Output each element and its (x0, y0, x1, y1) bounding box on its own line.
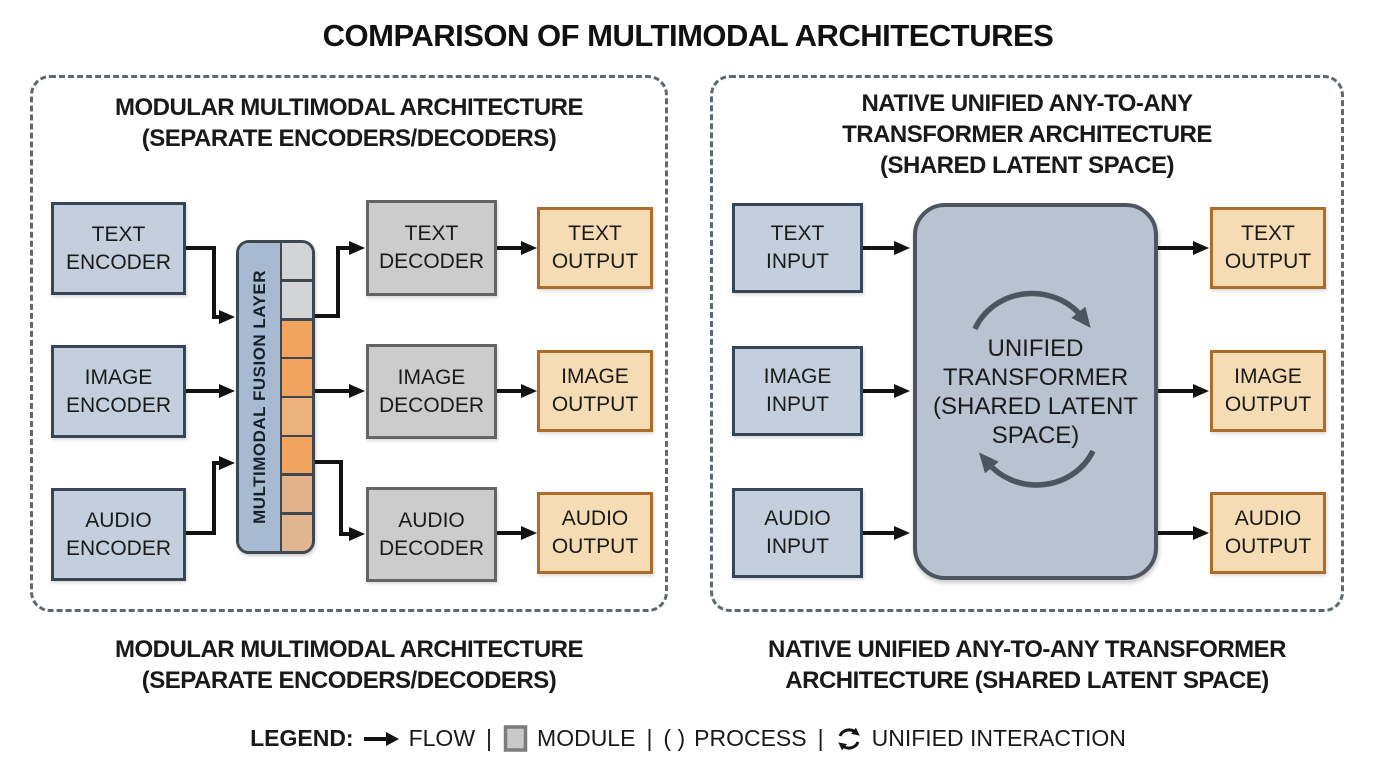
audio-input-label: AUDIO INPUT (764, 507, 831, 558)
panel-modular-header-line2: (SEPARATE ENCODERS/DECODERS) (141, 125, 557, 152)
panel-modular-header-line1: MODULAR MULTIMODAL ARCHITECTURE (114, 94, 584, 121)
audio-encoder-box: AUDIO ENCODER (51, 488, 186, 581)
panel-unified-header-line2: TRANSFORMER ARCHITECTURE (842, 121, 1212, 148)
fusion-segment (282, 320, 312, 357)
text-input-label: TEXT INPUT (766, 222, 829, 273)
legend-separator: | (486, 725, 493, 751)
fusion-segment (282, 281, 312, 319)
image-output-right-label: IMAGE OUTPUT (1224, 365, 1312, 416)
panel-modular-header: MODULAR MULTIMODAL ARCHITECTURE (SEPARAT… (33, 92, 665, 154)
image-input-box: IMAGE INPUT (732, 346, 863, 436)
panel-unified-header: NATIVE UNIFIED ANY-TO-ANY TRANSFORMER AR… (713, 88, 1341, 181)
image-encoder-box: IMAGE ENCODER (51, 345, 186, 438)
audio-output-left-box: AUDIO OUTPUT (537, 492, 653, 574)
fusion-segment (282, 359, 312, 396)
caption-modular: MODULAR MULTIMODAL ARCHITECTURE (SEPARAT… (30, 634, 668, 696)
image-output-right-box: IMAGE OUTPUT (1210, 350, 1326, 432)
legend-flow-label: FLOW (408, 725, 476, 751)
image-input-label: IMAGE INPUT (763, 365, 832, 416)
legend-process-label: PROCESS (694, 725, 807, 751)
panel-modular-architecture: MODULAR MULTIMODAL ARCHITECTURE (SEPARAT… (30, 75, 668, 612)
fusion-segment-column (282, 243, 312, 551)
image-decoder-label: IMAGE DECODER (378, 365, 484, 417)
caption-modular-line1: MODULAR MULTIMODAL ARCHITECTURE (114, 636, 584, 663)
fusion-segment (282, 514, 312, 551)
unified-transformer-box: UNIFIED TRANSFORMER (SHARED LATENT SPACE… (913, 203, 1158, 580)
legend-unified-label: UNIFIED INTERACTION (871, 725, 1126, 751)
audio-input-box: AUDIO INPUT (732, 488, 863, 578)
multimodal-fusion-layer-box: MULTIMODAL FUSION LAYER (236, 240, 315, 554)
text-output-left-label: TEXT OUTPUT (551, 222, 639, 273)
text-output-right-label: TEXT OUTPUT (1224, 222, 1312, 273)
audio-output-right-box: AUDIO OUTPUT (1210, 492, 1326, 574)
image-encoder-label: IMAGE ENCODER (65, 365, 171, 417)
text-output-right-box: TEXT OUTPUT (1210, 207, 1326, 289)
unified-interaction-cycle-icon (837, 727, 860, 750)
flow-arrow-icon (363, 731, 399, 746)
caption-modular-line2: (SEPARATE ENCODERS/DECODERS) (141, 667, 557, 694)
caption-unified: NATIVE UNIFIED ANY-TO-ANY TRANSFORMER AR… (710, 634, 1344, 696)
text-output-left-box: TEXT OUTPUT (537, 207, 653, 289)
fusion-segment (282, 475, 312, 513)
unified-transformer-label: UNIFIED TRANSFORMER (SHARED LATENT SPACE… (933, 334, 1138, 449)
legend-separator: | (817, 725, 824, 751)
text-input-box: TEXT INPUT (732, 203, 863, 293)
caption-unified-line1: NATIVE UNIFIED ANY-TO-ANY TRANSFORMER (768, 636, 1286, 663)
legend-separator: | (646, 725, 653, 751)
legend-title: LEGEND: (250, 725, 354, 751)
image-output-left-box: IMAGE OUTPUT (537, 350, 653, 432)
text-encoder-box: TEXT ENCODER (51, 202, 186, 295)
fusion-layer-label: MULTIMODAL FUSION LAYER (249, 270, 269, 524)
legend-module-label: MODULE (537, 725, 636, 751)
text-decoder-box: TEXT DECODER (366, 200, 497, 296)
fusion-segment (282, 243, 312, 280)
audio-decoder-label: AUDIO DECODER (378, 508, 484, 560)
panel-unified-header-line3: (SHARED LATENT SPACE) (880, 152, 1174, 179)
audio-encoder-label: AUDIO ENCODER (65, 508, 171, 560)
audio-output-right-label: AUDIO OUTPUT (1224, 507, 1312, 558)
caption-unified-line2: ARCHITECTURE (SHARED LATENT SPACE) (785, 667, 1269, 694)
audio-decoder-box: AUDIO DECODER (366, 487, 497, 582)
process-parentheses-icon: ( ) (663, 725, 686, 751)
image-decoder-box: IMAGE DECODER (366, 344, 497, 439)
fusion-label-column: MULTIMODAL FUSION LAYER (239, 243, 282, 551)
text-decoder-label: TEXT DECODER (378, 222, 484, 273)
page-title: COMPARISON OF MULTIMODAL ARCHITECTURES (322, 18, 1054, 53)
fusion-segment (282, 437, 312, 474)
fusion-segment (282, 398, 312, 435)
panel-unified-architecture: NATIVE UNIFIED ANY-TO-ANY TRANSFORMER AR… (710, 75, 1344, 612)
module-icon (503, 725, 528, 752)
legend: LEGEND: FLOW | MODULE | ( ) PROCESS | UN… (0, 724, 1376, 753)
audio-output-left-label: AUDIO OUTPUT (551, 507, 639, 558)
panel-unified-header-line1: NATIVE UNIFIED ANY-TO-ANY (861, 90, 1193, 117)
image-output-left-label: IMAGE OUTPUT (551, 365, 639, 416)
text-encoder-label: TEXT ENCODER (65, 222, 171, 274)
